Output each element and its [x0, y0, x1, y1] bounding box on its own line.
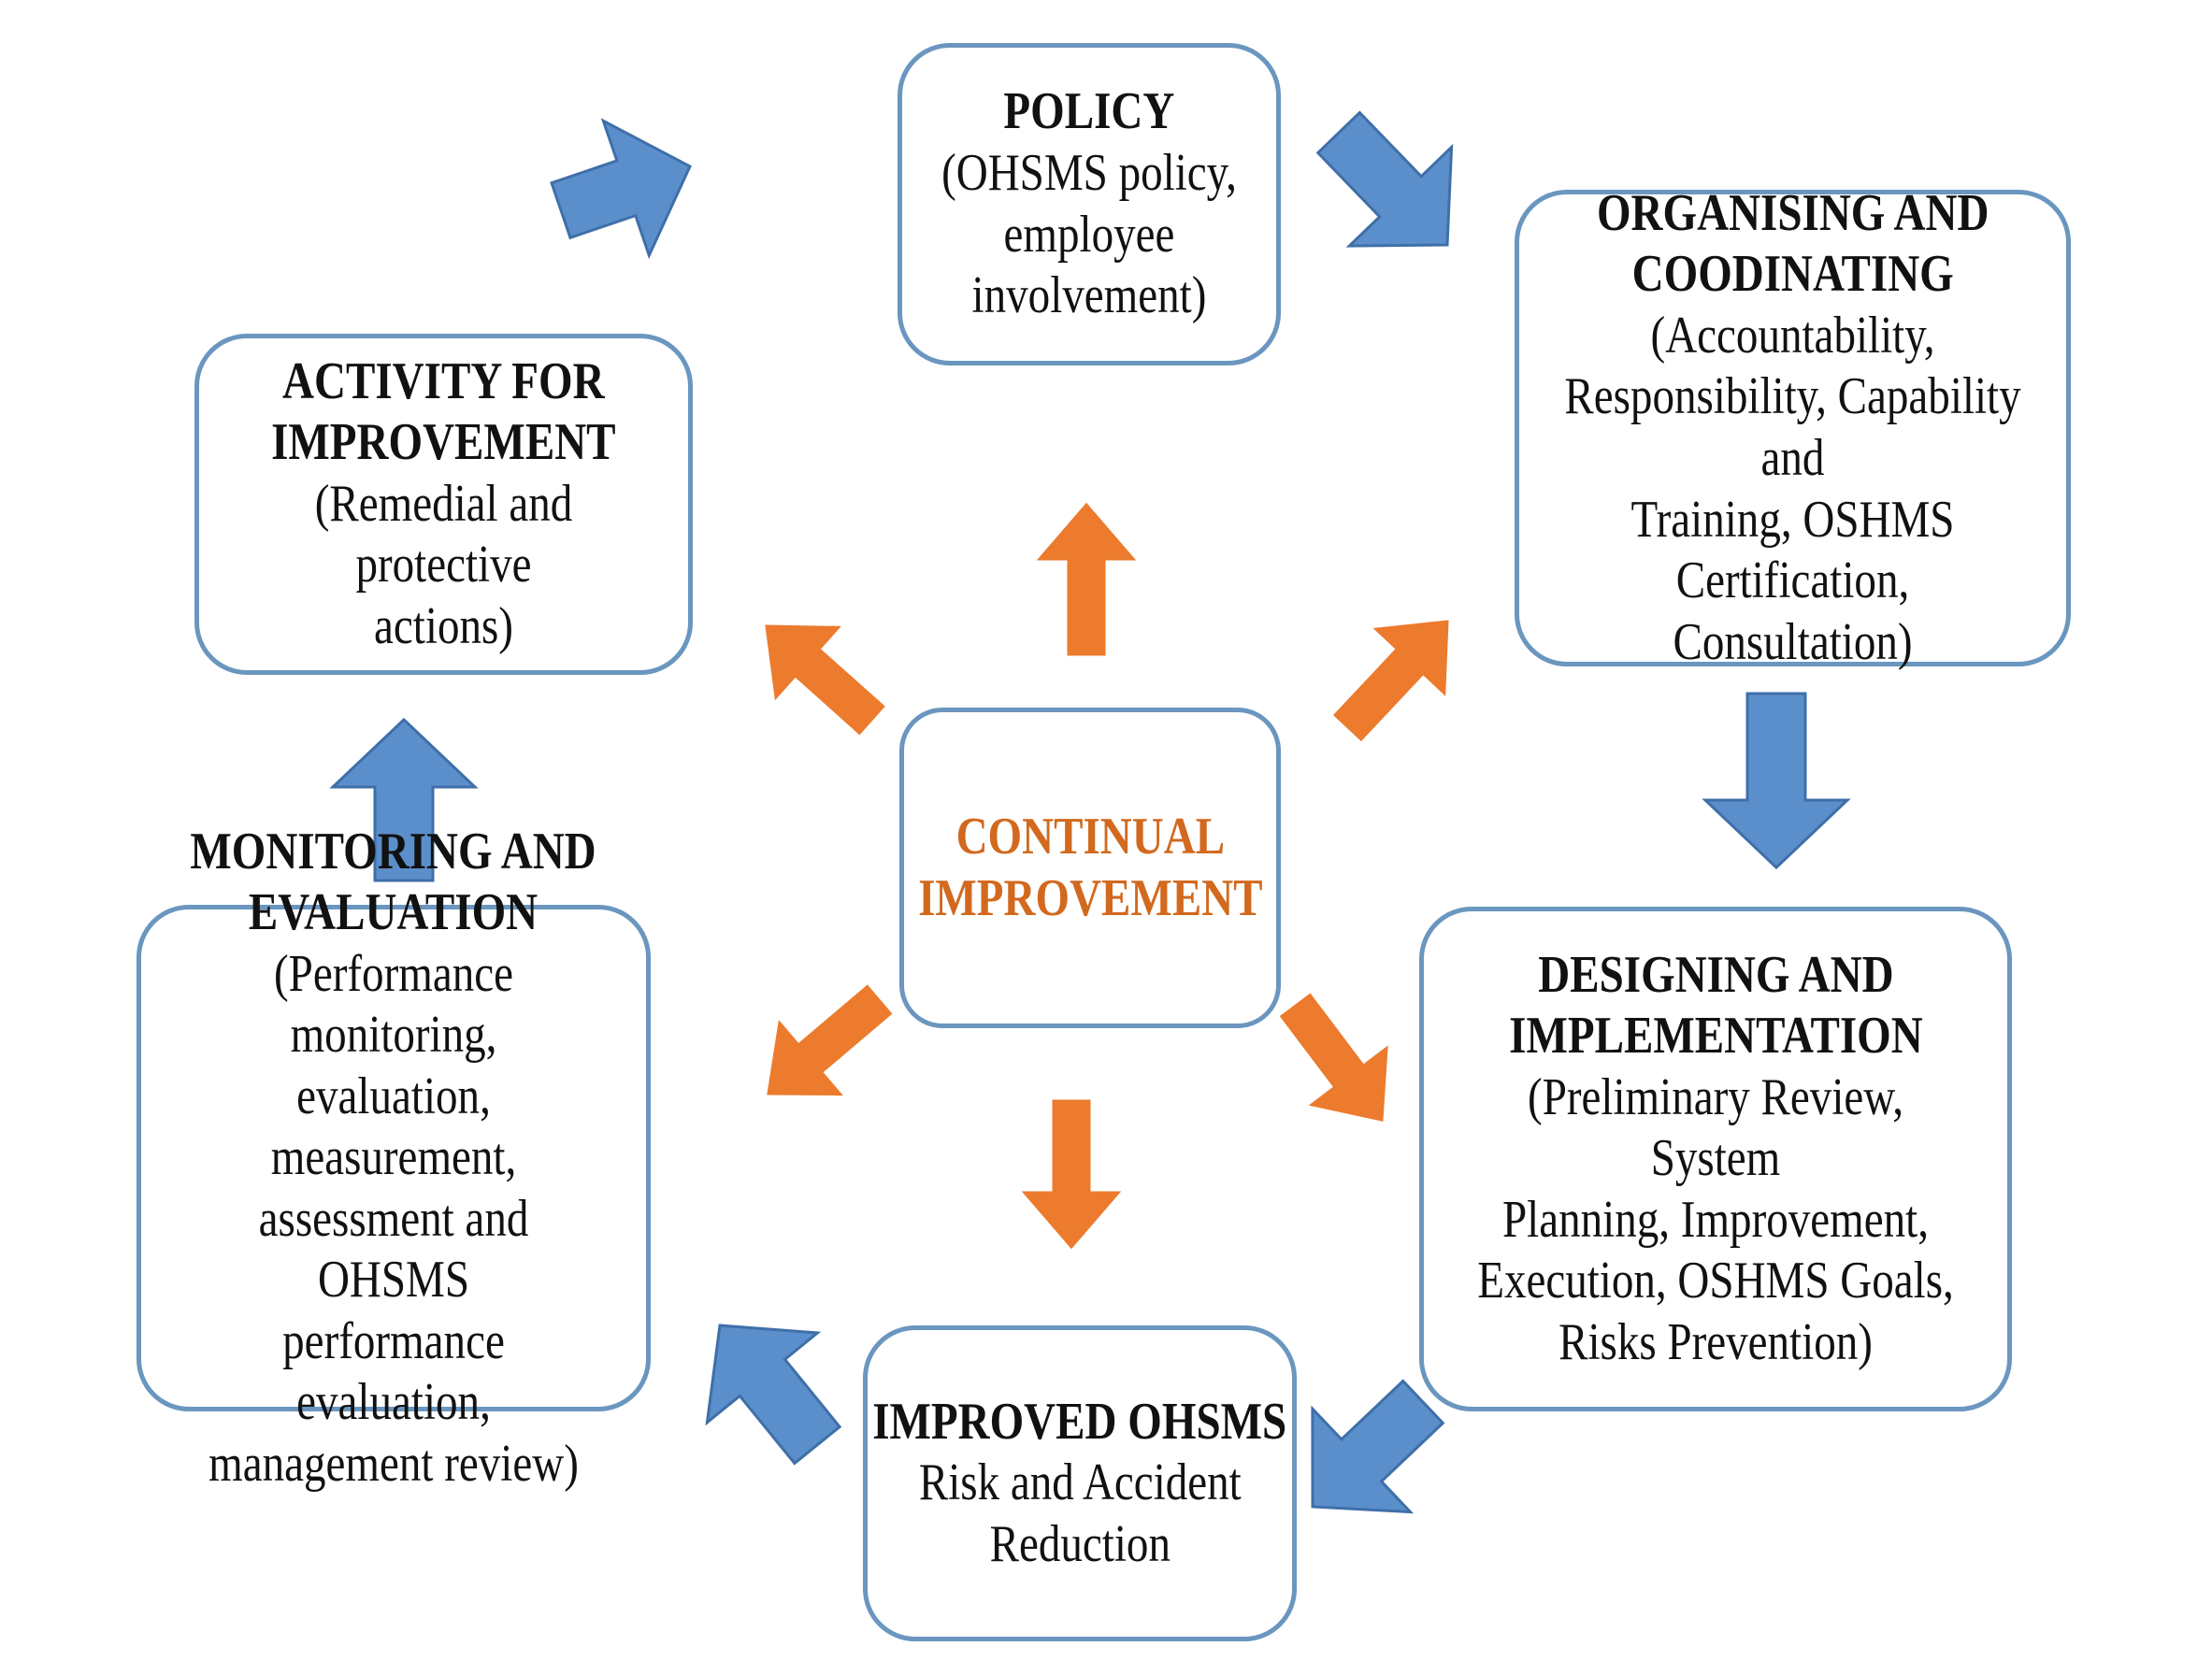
center-to-designing-arrow: [1279, 993, 1388, 1122]
policy-box: POLICY (OHSMS policy, employee involveme…: [898, 43, 1281, 365]
improved-box: IMPROVED OHSMS Risk and Accident Reducti…: [863, 1325, 1297, 1641]
policy-title: POLICY: [1003, 82, 1175, 141]
center-to-activity-arrow: [765, 624, 885, 736]
organising-box: ORGANISING AND COODINATING (Accountabili…: [1515, 184, 2071, 671]
monitoring-title: MONITORING AND EVALUATION: [190, 822, 597, 942]
designing-box: DESIGNING AND IMPLEMENTATION (Preliminar…: [1419, 907, 2012, 1411]
improved-title: IMPROVED OHSMS: [872, 1392, 1287, 1451]
designing-title: DESIGNING AND IMPLEMENTATION: [1508, 945, 1923, 1066]
monitoring-box: MONITORING AND EVALUATION (Performance m…: [136, 823, 651, 1493]
designing-description: (Preliminary Review, System Planning, Im…: [1477, 1067, 1954, 1371]
monitoring-description: (Performance monitoring, evaluation, mea…: [208, 944, 579, 1493]
organising-to-designing-arrow: [1702, 692, 1851, 870]
organising-title: ORGANISING AND COODINATING: [1596, 183, 1989, 304]
activity-title: ACTIVITY FOR IMPROVEMENT: [271, 351, 616, 472]
policy-description: (OHSMS policy, employee involvement): [941, 143, 1237, 325]
activity-to-policy-arrow: [550, 118, 692, 260]
designing-to-improved-arrow: [1311, 1379, 1445, 1514]
activity-description: (Remedial and protective actions): [314, 474, 573, 655]
center-to-policy-arrow: [1036, 502, 1137, 656]
improved-to-monitoring-arrow: [705, 1324, 842, 1466]
center-title: CONTINUAL IMPROVEMENT: [917, 807, 1263, 927]
center-to-improved-arrow: [1021, 1099, 1122, 1250]
organising-description: (Accountability, Responsibility, Capabil…: [1564, 306, 2021, 671]
monitoring-to-activity-arrow: [329, 717, 479, 882]
center-to-monitoring-arrow: [767, 984, 893, 1096]
improved-description: Risk and Accident Reduction: [918, 1453, 1242, 1573]
center-box: CONTINUAL IMPROVEMENT: [899, 708, 1281, 1028]
center-to-organising-arrow: [1332, 620, 1449, 742]
policy-to-organising-arrow: [1315, 110, 1454, 248]
activity-box: ACTIVITY FOR IMPROVEMENT (Remedial and p…: [194, 334, 693, 675]
